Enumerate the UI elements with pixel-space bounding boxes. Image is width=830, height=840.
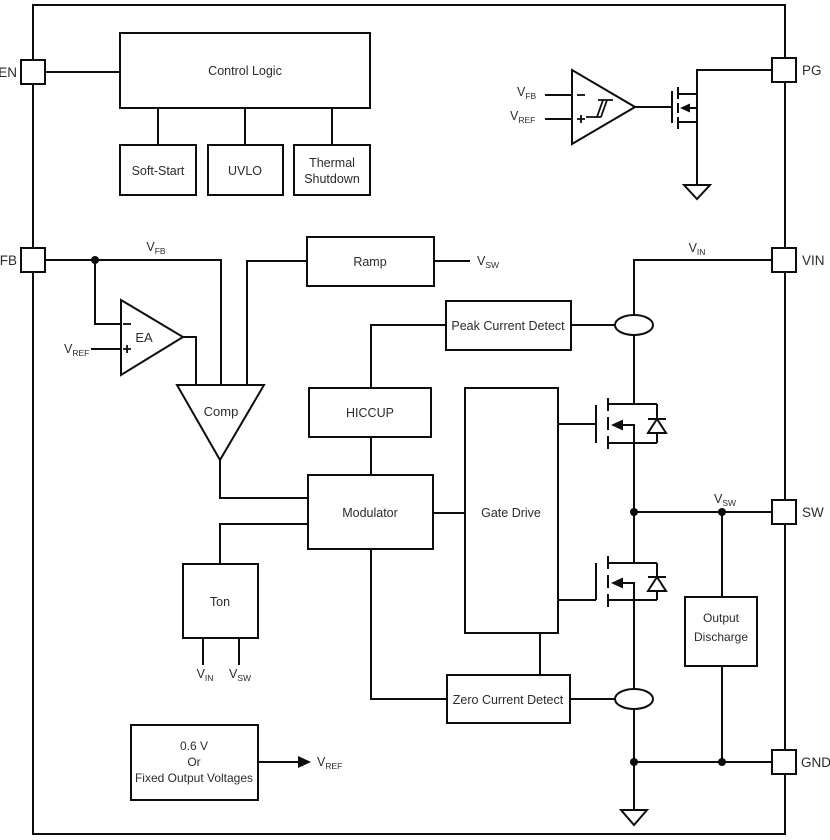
thermal-shutdown-label-line1: Thermal <box>309 156 355 170</box>
peak-current-detect-label: Peak Current Detect <box>451 319 565 333</box>
error-amp-label: EA <box>135 330 153 345</box>
pin-en-label: EN <box>0 65 17 80</box>
plus-icon <box>577 115 585 123</box>
current-sense-icon-peak <box>614 314 654 336</box>
wire-comp-to-modulator <box>219 460 308 499</box>
net-label-vsw-ramp: VSW <box>477 254 499 270</box>
junction-dot-sw1 <box>630 508 638 516</box>
net-label-vsw-ton: VSW <box>229 667 251 683</box>
reference-label-line1: 0.6 V <box>180 739 208 753</box>
wire-ramp-to-comp <box>246 260 307 385</box>
net-label-vfb: VFB <box>146 240 166 256</box>
thermal-shutdown-block <box>293 144 371 196</box>
pin-vin-label: VIN <box>802 253 825 268</box>
pgfet-arrow-icon <box>680 103 690 113</box>
pin-sw <box>771 499 797 525</box>
wire-vin-rail <box>633 259 772 404</box>
pin-fb-label: FB <box>0 253 17 268</box>
gate-drive-label: Gate Drive <box>481 506 541 520</box>
lsfet-arrow-icon <box>611 577 623 589</box>
wire-ea-to-comp <box>183 336 197 385</box>
soft-start-label: Soft-Start <box>132 164 185 178</box>
pg-comparator-triangle <box>571 68 637 146</box>
soft-start-block <box>119 144 197 196</box>
vref-arrow-icon <box>298 756 311 768</box>
ton-label: Ton <box>210 595 230 609</box>
uvlo-label: UVLO <box>228 164 262 178</box>
control-logic-block <box>119 32 371 109</box>
pin-gnd-label: GND <box>801 755 830 770</box>
wire-fb-to-comp <box>45 259 222 385</box>
net-label-vfb-comparator: VFB <box>517 85 537 101</box>
modulator-label: Modulator <box>342 506 398 520</box>
wire-modulator-to-zcd <box>370 549 447 700</box>
lsfet-body-lead <box>622 582 635 600</box>
ton-block <box>182 563 259 639</box>
current-sense-icon-zero <box>614 688 654 710</box>
uvlo-block <box>207 144 284 196</box>
hysteresis-icon <box>586 99 613 118</box>
junction-dot-gnd2 <box>718 758 726 766</box>
output-discharge-label-line2: Discharge <box>694 630 748 644</box>
junction-dot-fb <box>91 256 99 264</box>
hsfet-body-diode-icon <box>646 417 668 434</box>
pin-gnd <box>771 749 797 775</box>
net-label-vref-ea: VREF <box>64 342 89 358</box>
pin-vin <box>771 247 797 273</box>
net-label-vsw-rail: VSW <box>714 492 736 508</box>
ground-icon-pg <box>681 184 713 201</box>
zero-current-detect-label: Zero Current Detect <box>453 693 564 707</box>
pin-en <box>20 59 46 85</box>
wire-pcd-to-hiccup <box>370 324 446 388</box>
thermal-shutdown-label-line2: Shutdown <box>304 172 360 186</box>
wire-ton-inputs <box>202 638 240 665</box>
net-label-vref-out: VREF <box>317 755 342 771</box>
wire-fb-to-ea-minus <box>94 260 121 325</box>
control-logic-label: Control Logic <box>208 64 282 78</box>
output-discharge-block <box>684 596 758 667</box>
net-label-vin-rail: VIN <box>689 241 706 257</box>
hiccup-label: HICCUP <box>346 406 394 420</box>
lsfet-body-diode-icon <box>646 575 668 592</box>
zero-current-detect-block <box>446 674 571 724</box>
comp-triangle <box>175 384 266 462</box>
ramp-label: Ramp <box>353 255 386 269</box>
output-discharge-label-line1: Output <box>703 611 740 625</box>
pin-pg <box>771 57 797 83</box>
ground-icon-main <box>618 809 650 827</box>
wire-ton-to-modulator <box>219 523 308 564</box>
plus-icon <box>123 345 131 353</box>
net-label-vin-ton: VIN <box>197 667 214 683</box>
pin-pg-label: PG <box>802 63 822 78</box>
pin-sw-label: SW <box>802 505 824 520</box>
error-amp-triangle <box>120 298 185 377</box>
wire-pgfet-to-pg-pin <box>696 69 772 185</box>
net-label-vref-comparator: VREF <box>510 109 535 125</box>
comp-label: Comp <box>204 404 239 419</box>
pin-fb <box>20 247 46 273</box>
hsfet-arrow-icon <box>611 419 623 431</box>
hsfet-body-lead <box>622 424 635 443</box>
hiccup-block <box>308 387 432 438</box>
reference-label-line2: Or <box>187 755 200 769</box>
gate-drive-block <box>464 387 559 634</box>
junction-dot-sw2 <box>718 508 726 516</box>
ramp-block <box>306 236 435 287</box>
modulator-block <box>307 474 434 550</box>
reference-label-line3: Fixed Output Voltages <box>135 771 253 785</box>
